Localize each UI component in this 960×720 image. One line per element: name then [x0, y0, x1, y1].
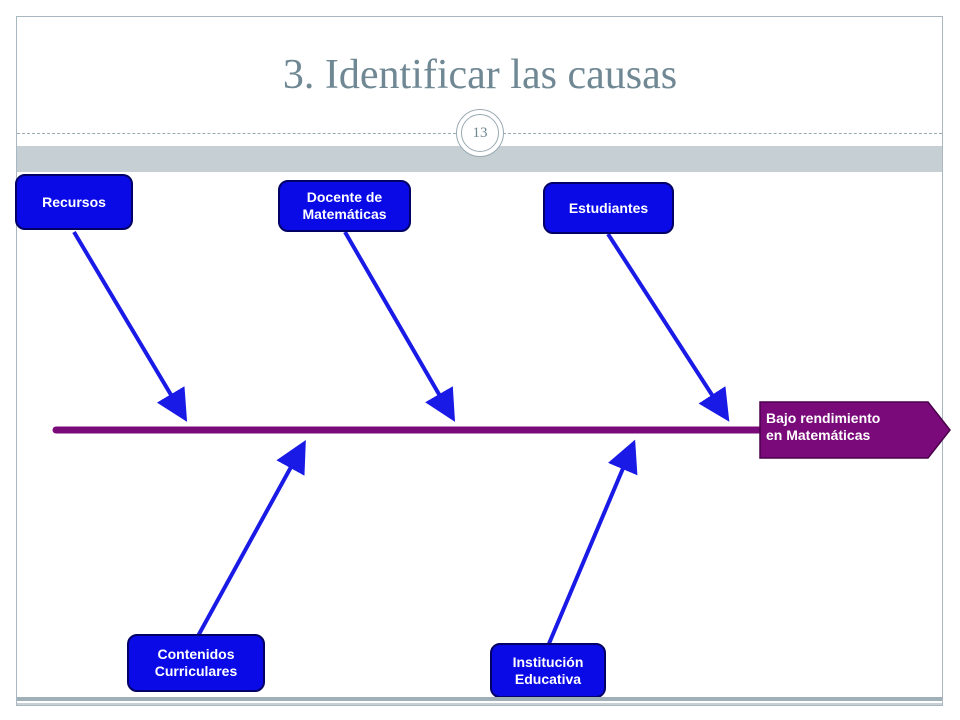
cause-recursos: Recursos [15, 174, 133, 230]
slide-frame [16, 16, 943, 706]
effect-label: Bajo rendimiento en Matemáticas [766, 410, 881, 443]
cause-docente-matematicas: Docente de Matemáticas [278, 180, 411, 232]
bone-recursos [72, 230, 188, 422]
effect-shape [759, 401, 951, 459]
footer-bar-secondary [17, 703, 942, 705]
bone-estudiantes [606, 232, 730, 422]
bone-institucion [546, 439, 638, 647]
cause-estudiantes: Estudiantes [543, 182, 674, 234]
footer-bar [17, 697, 942, 701]
page-number: 13 [461, 114, 499, 152]
bone-contenidos [196, 439, 306, 637]
slide-title: 3. Identificar las causas [282, 52, 678, 98]
cause-contenidos-curriculares: Contenidos Curriculares [127, 634, 265, 692]
page-number-badge: 13 [456, 109, 504, 157]
cause-institucion-educativa: Institución Educativa [490, 643, 606, 698]
bone-docente [343, 230, 456, 422]
